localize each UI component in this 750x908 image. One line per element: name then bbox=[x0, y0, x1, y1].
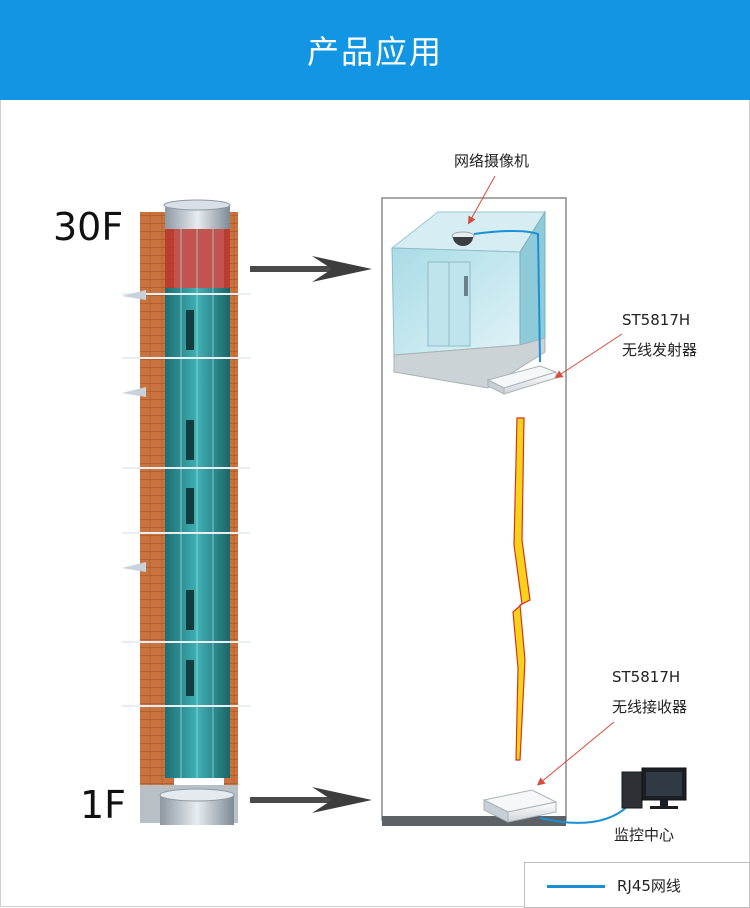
monitor-center-label: 监控中心 bbox=[614, 826, 675, 844]
legend-rj45-swatch bbox=[547, 885, 605, 888]
receiver-icon bbox=[482, 789, 558, 823]
floor-label-bottom: 1F bbox=[80, 783, 127, 827]
pointer-arrow-camera bbox=[468, 175, 496, 225]
pointer-arrow-receiver bbox=[536, 721, 615, 786]
camera-label: 网络摄像机 bbox=[454, 152, 530, 170]
camera-icon bbox=[451, 231, 475, 246]
receiver-model-label: ST5817H bbox=[612, 668, 681, 686]
shaft-floor bbox=[382, 816, 566, 826]
pointer-arrow-transmitter bbox=[554, 333, 623, 379]
transmitter-model-label: ST5817H bbox=[622, 311, 691, 329]
arrow-top-floor bbox=[250, 256, 372, 282]
rj45-cable-camera bbox=[473, 230, 541, 363]
page-header: 产品应用 bbox=[0, 0, 750, 100]
arrow-bottom-floor bbox=[250, 787, 372, 813]
page-title: 产品应用 bbox=[306, 33, 443, 71]
legend-rj45-label: RJ45网线 bbox=[617, 877, 681, 895]
building-tower bbox=[122, 199, 250, 825]
transmitter-name-label: 无线发射器 bbox=[622, 341, 698, 359]
receiver-name-label: 无线接收器 bbox=[612, 698, 688, 716]
floor-label-top: 30F bbox=[53, 205, 124, 249]
legend: RJ45网线 bbox=[524, 862, 750, 908]
rj45-cable-monitor bbox=[539, 805, 629, 824]
wireless-link-icon bbox=[512, 417, 531, 761]
computer-icon bbox=[621, 767, 687, 809]
